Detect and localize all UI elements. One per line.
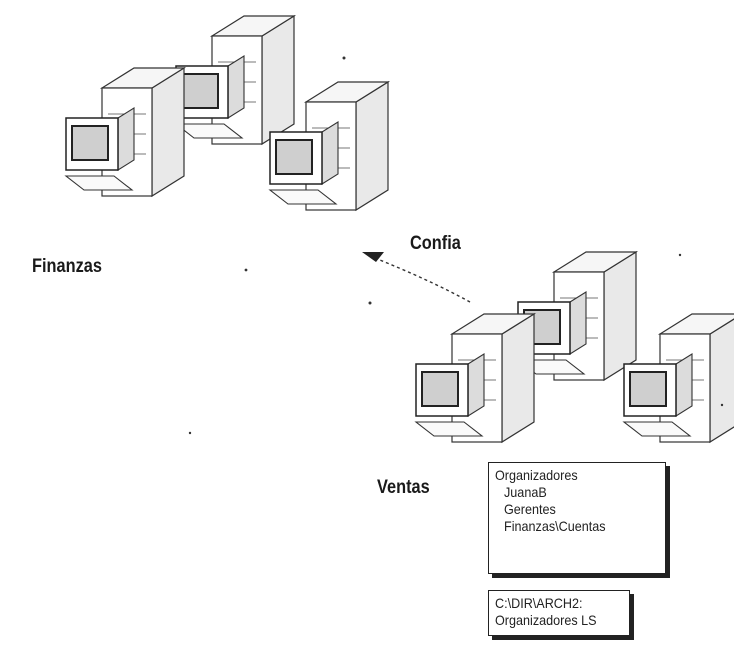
server-computer-icon	[176, 16, 294, 144]
acl-box: Organizadores JuanaB Gerentes Finanzas\C…	[488, 462, 666, 574]
ventas-computers	[416, 252, 734, 442]
path-line: C:\DIR\ARCH2:	[495, 595, 610, 612]
trust-arrow-icon	[362, 252, 470, 302]
server-computer-icon	[416, 314, 534, 442]
acl-member: Finanzas\Cuentas	[495, 518, 643, 535]
acl-member: JuanaB	[495, 484, 643, 501]
path-line: Organizadores LS	[495, 612, 610, 629]
server-computer-icon	[624, 314, 734, 442]
path-box: C:\DIR\ARCH2: Organizadores LS	[488, 590, 630, 636]
acl-member: Gerentes	[495, 501, 643, 518]
finanzas-computers	[66, 16, 388, 210]
trust-label: Confia	[410, 233, 461, 255]
acl-box-title: Organizadores	[495, 467, 643, 484]
server-computer-icon	[518, 252, 636, 380]
server-computer-icon	[66, 68, 184, 196]
domain-label-ventas: Ventas	[377, 477, 430, 499]
domain-label-finanzas: Finanzas	[32, 256, 102, 278]
